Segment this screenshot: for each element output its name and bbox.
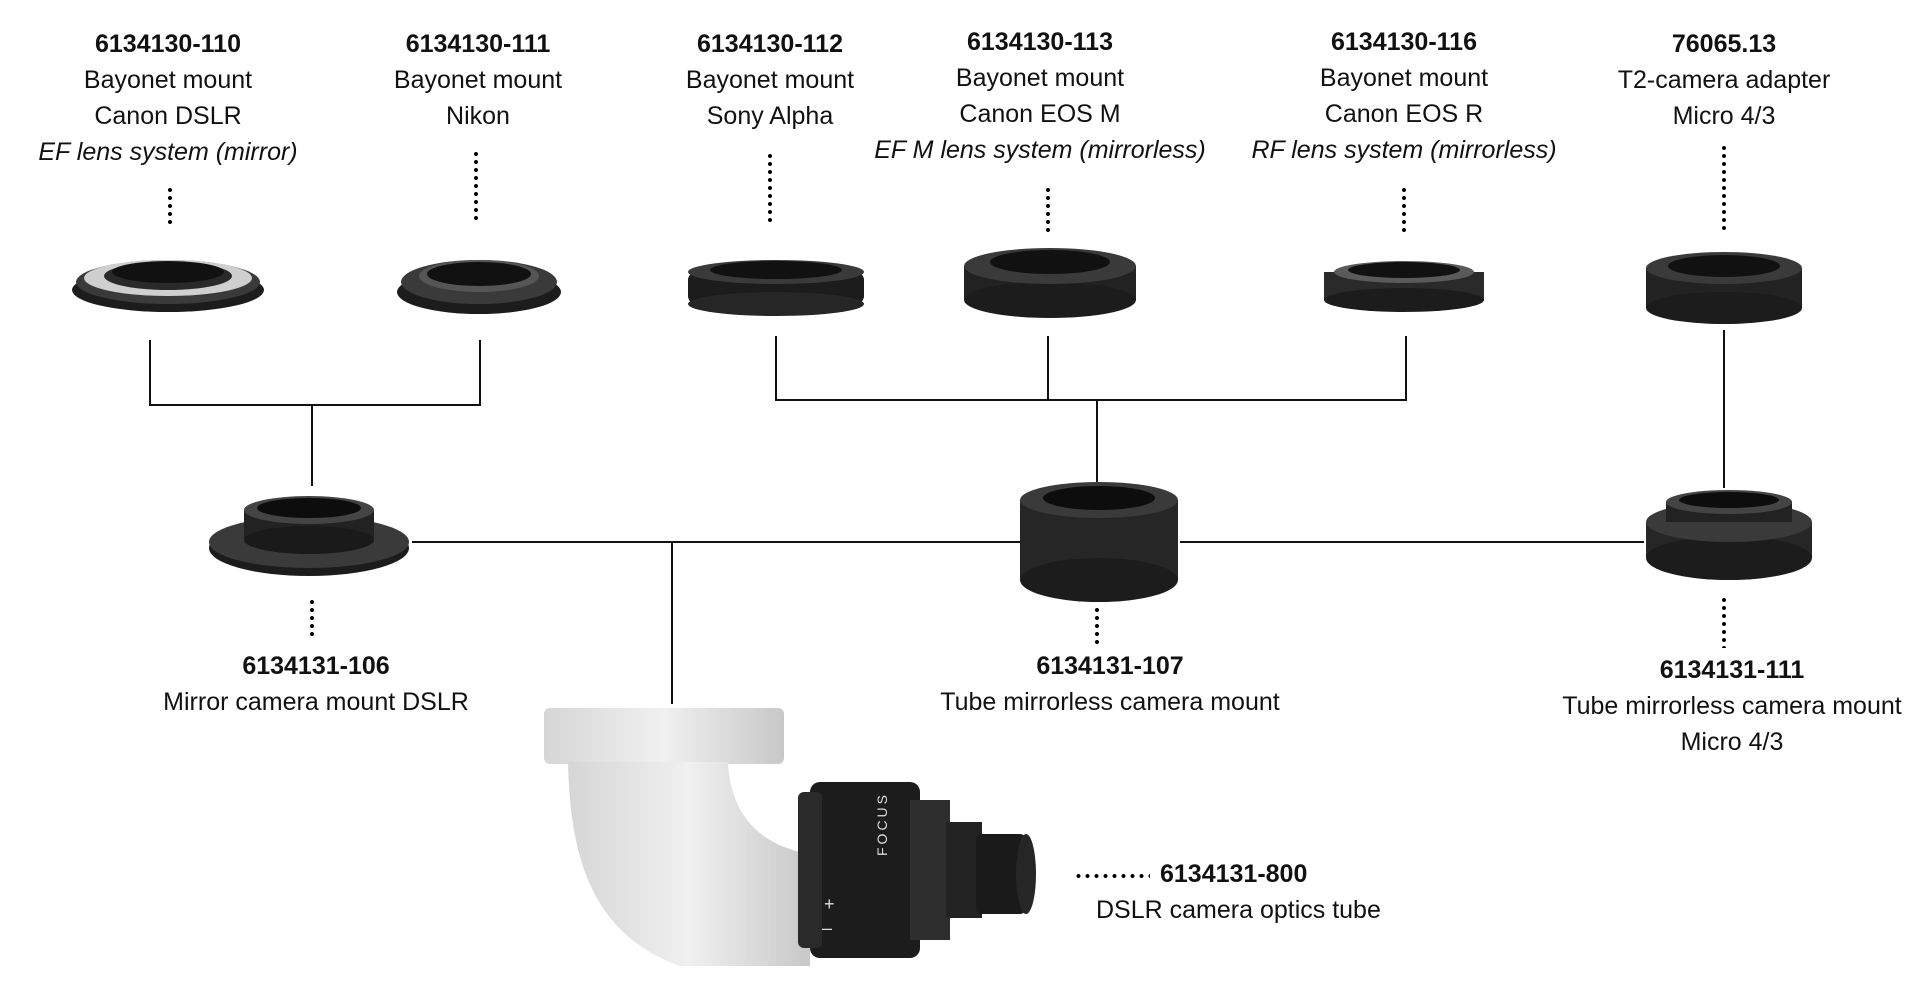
leader-dots xyxy=(1074,874,1150,878)
part-code: 6134130-112 xyxy=(697,30,843,58)
part-desc: Nikon xyxy=(446,102,510,130)
part-note: RF lens system (mirrorless) xyxy=(1251,136,1557,164)
leader-dots xyxy=(1722,144,1726,234)
label-6134130-111: 6134130-111 Bayonet mount Nikon xyxy=(298,26,658,134)
leader-dots xyxy=(168,186,172,224)
label-6134131-800: 6134131-800 DSLR camera optics tube xyxy=(1096,856,1536,928)
mount-6134131-107-image xyxy=(1020,482,1178,602)
part-desc: Micro 4/3 xyxy=(1672,102,1776,130)
part-desc: Tube mirrorless camera mount xyxy=(940,688,1280,716)
label-6134131-107: 6134131-107 Tube mirrorless camera mount xyxy=(900,648,1320,720)
part-desc: Bayonet mount xyxy=(685,66,855,94)
part-desc: Bayonet mount xyxy=(1319,64,1489,92)
part-note: EF lens system (mirror) xyxy=(38,138,298,166)
leader-dots xyxy=(1722,596,1726,648)
optics-tube-6134131-800-image xyxy=(544,708,1036,966)
bayonet-6134130-110-image xyxy=(72,260,264,312)
part-desc: Tube mirrorless camera mount xyxy=(1562,692,1902,720)
part-desc: DSLR camera optics tube xyxy=(1096,896,1381,924)
part-code: 6134131-107 xyxy=(1036,652,1184,680)
label-6134130-116: 6134130-116 Bayonet mount Canon EOS R RF… xyxy=(1224,24,1584,168)
part-desc: Micro 4/3 xyxy=(1680,728,1784,756)
leader-dots xyxy=(1095,606,1099,644)
adapter-76065-13-image xyxy=(1646,252,1802,324)
part-code: 6134131-800 xyxy=(1160,860,1308,888)
bayonet-6134130-111-image xyxy=(397,260,561,314)
part-code: 6134131-106 xyxy=(242,652,390,680)
part-desc: Canon EOS R xyxy=(1324,100,1484,128)
connector-112 xyxy=(775,336,1407,401)
focus-label: FOCUS xyxy=(874,792,890,856)
focus-minus-mark: – xyxy=(822,918,833,938)
part-code: 6134130-110 xyxy=(95,30,241,58)
leader-dots xyxy=(310,598,314,638)
part-code: 6134130-111 xyxy=(405,30,551,58)
part-code: 6134130-116 xyxy=(1331,28,1477,56)
label-6134130-113: 6134130-113 Bayonet mount Canon EOS M EF… xyxy=(860,24,1220,168)
label-6134130-112: 6134130-112 Bayonet mount Sony Alpha xyxy=(590,26,950,134)
part-desc: Bayonet mount xyxy=(955,64,1125,92)
bayonet-6134130-112-image xyxy=(688,260,864,316)
part-desc: Bayonet mount xyxy=(83,66,253,94)
part-note: EF M lens system (mirrorless) xyxy=(874,136,1206,164)
bayonet-6134130-116-image xyxy=(1324,261,1484,312)
label-6134130-110: 6134130-110 Bayonet mount Canon DSLR EF … xyxy=(0,26,348,170)
leader-dots xyxy=(474,150,478,220)
mount-6134131-111-image xyxy=(1646,490,1812,580)
part-desc: Sony Alpha xyxy=(706,102,834,130)
leader-dots xyxy=(768,152,772,224)
part-desc: Bayonet mount xyxy=(393,66,563,94)
part-code: 76065.13 xyxy=(1671,30,1777,58)
connector-110 xyxy=(149,340,481,406)
label-6134131-111: 6134131-111 Tube mirrorless camera mount… xyxy=(1532,652,1920,760)
part-desc: Mirror camera mount DSLR xyxy=(163,688,469,716)
part-code: 6134131-111 xyxy=(1659,656,1805,684)
label-76065-13: 76065.13 T2-camera adapter Micro 4/3 xyxy=(1544,26,1904,134)
bayonet-6134130-113-image xyxy=(964,248,1136,318)
mount-6134131-106-image xyxy=(209,496,409,576)
part-desc: Canon DSLR xyxy=(94,102,242,130)
leader-dots xyxy=(1046,186,1050,236)
leader-dots xyxy=(1402,186,1406,236)
part-code: 6134130-113 xyxy=(967,28,1113,56)
label-6134131-106: 6134131-106 Mirror camera mount DSLR xyxy=(116,648,516,720)
focus-plus-mark: + xyxy=(824,894,835,914)
part-desc: T2-camera adapter xyxy=(1617,66,1831,94)
part-desc: Canon EOS M xyxy=(959,100,1121,128)
